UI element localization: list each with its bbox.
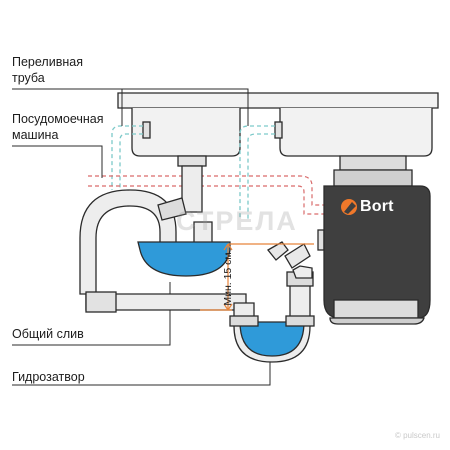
label-water-trap: Гидрозатвор (12, 370, 85, 384)
dishwasher-hose (88, 175, 325, 215)
sink-right-overflow-nut (274, 121, 283, 139)
sink-rim (117, 92, 439, 109)
common-drain-pipe (85, 291, 247, 313)
garbage-disposer (317, 155, 431, 325)
overflow-pipe-right-inner (247, 133, 275, 220)
sink-left-overflow-nut (142, 121, 151, 139)
brand-badge: Bort (338, 197, 414, 219)
sink-left-drain-flange (177, 155, 207, 167)
watermark: СТРЕЛА (176, 206, 298, 236)
right-trap (229, 241, 315, 363)
credit-text: © pulscen.ru (394, 431, 440, 440)
overflow-pipe-left (111, 125, 143, 190)
min-height-marker (200, 243, 314, 311)
right-trap-water (239, 321, 305, 357)
leader-dishwasher (12, 145, 103, 178)
label-dishwasher: Посудомоечная машина (12, 112, 104, 142)
leader-overflow-right (122, 88, 249, 126)
label-overflow-pipe: Переливная труба (12, 55, 83, 85)
overflow-pipes (111, 125, 275, 220)
brand-name: Bort (360, 198, 394, 215)
label-min-height: Мин. 15 см (222, 252, 234, 306)
label-common-drain: Общий слив (12, 327, 84, 341)
disposer-body (323, 185, 431, 319)
sink (117, 92, 439, 167)
overflow-pipe-left-inner (119, 133, 143, 190)
sink-right-bowl (279, 108, 433, 157)
left-trap (79, 165, 231, 295)
brand-logo (341, 199, 357, 215)
